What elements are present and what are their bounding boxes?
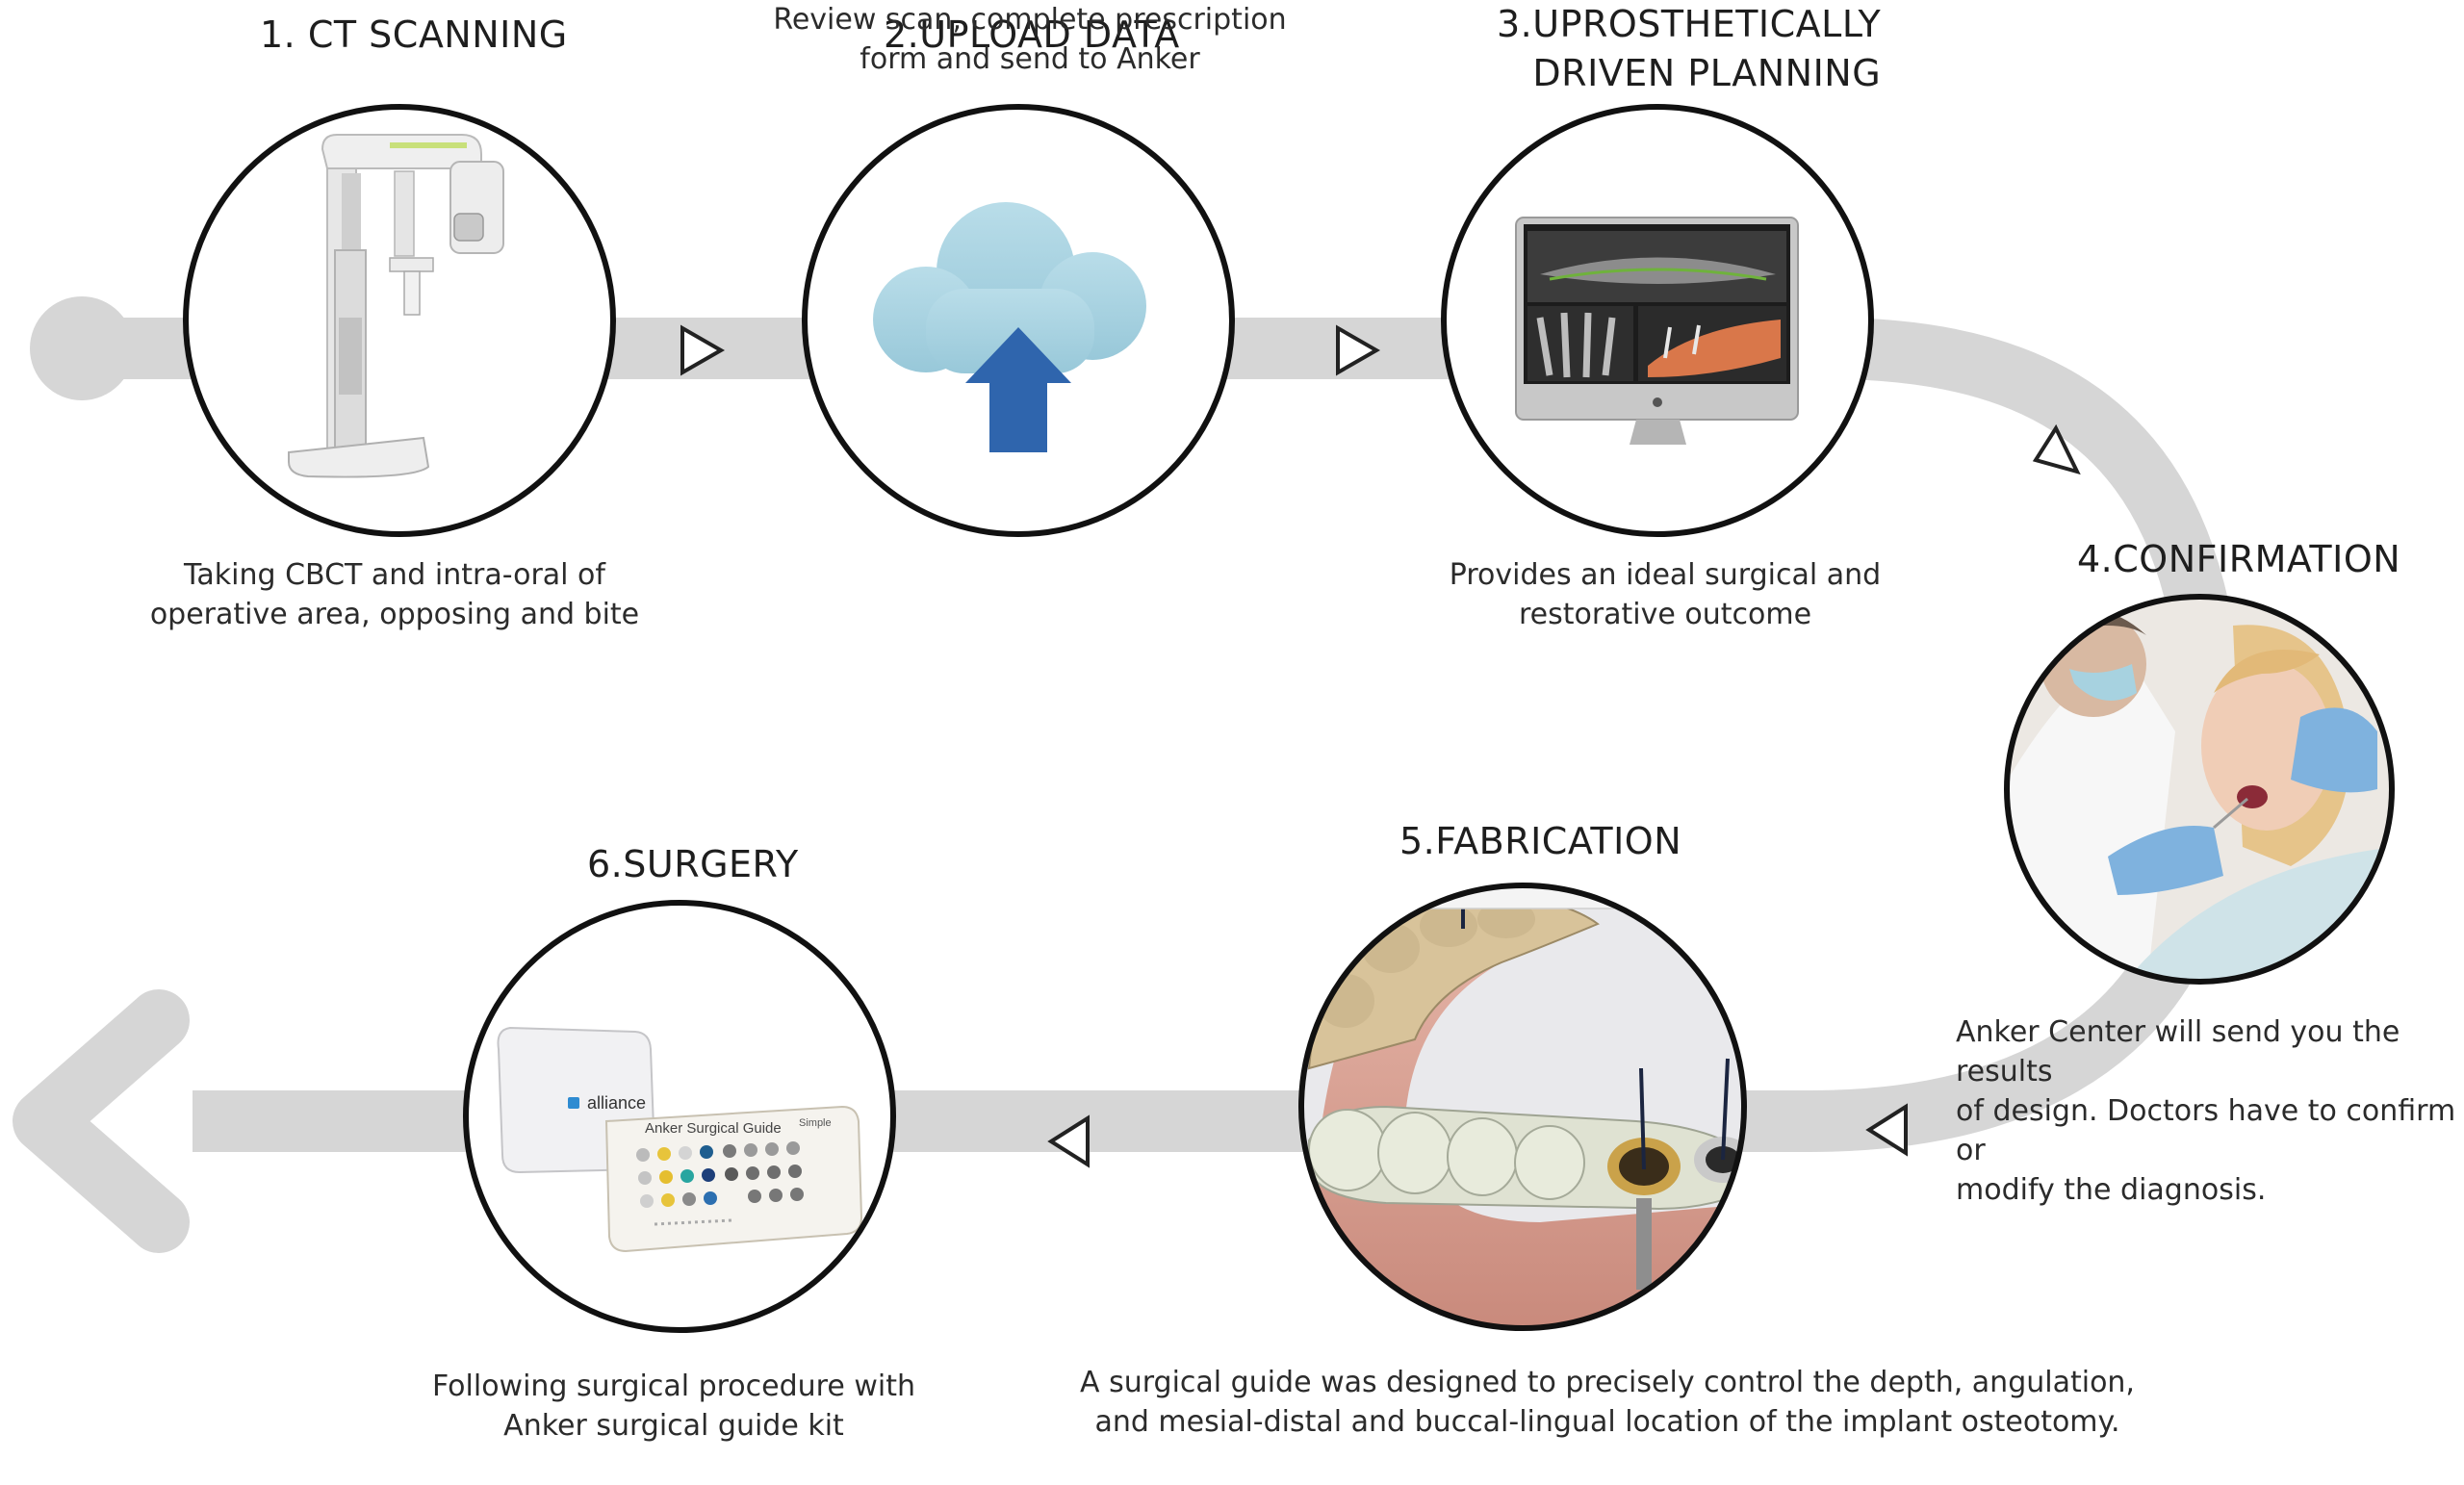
step-3-caption: Provides an ideal surgical and restorati… — [1415, 555, 1915, 634]
direction-arrow-left-icon — [1865, 1103, 1908, 1157]
step-4-caption-line-2: of design. Doctors have to confirm or — [1956, 1094, 2456, 1167]
step-6-circle: alliance Anker Surgical Guide Simple — [463, 900, 896, 1333]
path-end-arrowhead — [13, 989, 190, 1253]
step-3-title-line-1: 3.UPROSTHETICALLY — [1497, 3, 1882, 45]
cloud-upload-icon — [873, 202, 1146, 452]
dentist-patient-photo — [2007, 597, 2392, 982]
step-1-circle — [183, 104, 616, 537]
computer-monitor-icon — [1515, 217, 1799, 445]
step-2-caption-line-1: Review scan, complete prescription — [773, 3, 1287, 37]
kit-drill-set — [636, 1141, 804, 1226]
step-3-title: 3.UPROSTHETICALLY DRIVEN PLANNING — [1497, 0, 1881, 98]
step-5-caption: A surgical guide was designed to precise… — [1078, 1363, 2137, 1442]
kit-brand-label: alliance — [587, 1093, 646, 1113]
surgical-guide-render — [1301, 885, 1744, 1328]
kit-product-label: Anker Surgical Guide — [645, 1120, 782, 1137]
step-2-caption: Review scan, complete prescription form … — [760, 0, 1299, 79]
kit-variant-label: Simple — [799, 1117, 832, 1129]
step-3-caption-line-2: restorative outcome — [1518, 598, 1812, 631]
upload-arrow-icon — [965, 327, 1071, 452]
step-3-circle — [1441, 104, 1874, 537]
step-6-caption-line-1: Following surgical procedure with — [431, 1370, 915, 1403]
step-2-title: 2.UPLOAD DATA — [884, 13, 1180, 56]
direction-arrow-left-icon — [1047, 1114, 1090, 1168]
step-1-title: 1. CT SCANNING — [260, 13, 568, 56]
step-4-title: 4.CONFIRMATION — [2077, 538, 2401, 580]
direction-arrow-right-icon — [1336, 324, 1381, 376]
step-2-caption-line-2: form and send to Anker — [860, 42, 1200, 76]
step-6-title: 6.SURGERY — [587, 843, 799, 885]
surgical-kit-illustration: alliance Anker Surgical Guide Simple — [497, 1026, 863, 1253]
step-1-caption: Taking CBCT and intra-oral of operative … — [125, 555, 664, 634]
step-5-caption-line-2: and mesial-distal and buccal-lingual loc… — [1094, 1405, 2120, 1439]
step-5-caption-line-1: A surgical guide was designed to precise… — [1080, 1366, 2135, 1399]
direction-arrow-down-icon — [2032, 423, 2081, 475]
step-1-caption-line-2: operative area, opposing and bite — [149, 598, 640, 631]
step-4-caption: Anker Center will send you the results o… — [1956, 1012, 2464, 1210]
direction-arrow-right-icon — [680, 324, 726, 376]
step-3-title-line-2: DRIVEN PLANNING — [1532, 52, 1882, 94]
step-5-title: 5.FABRICATION — [1399, 820, 1682, 862]
step-4-circle — [2004, 594, 2395, 985]
step-2-circle — [802, 104, 1235, 537]
step-4-caption-line-3: modify the diagnosis. — [1956, 1173, 2267, 1207]
step-3-caption-line-1: Provides an ideal surgical and — [1449, 558, 1882, 592]
step-6-caption-line-2: Anker surgical guide kit — [503, 1409, 844, 1443]
step-5-circle — [1298, 883, 1747, 1331]
ct-scanner-illustration — [288, 134, 504, 478]
step-1-caption-line-1: Taking CBCT and intra-oral of — [184, 558, 605, 592]
step-4-caption-line-1: Anker Center will send you the results — [1956, 1015, 2400, 1088]
step-6-caption: Following surgical procedure with Anker … — [404, 1367, 943, 1446]
